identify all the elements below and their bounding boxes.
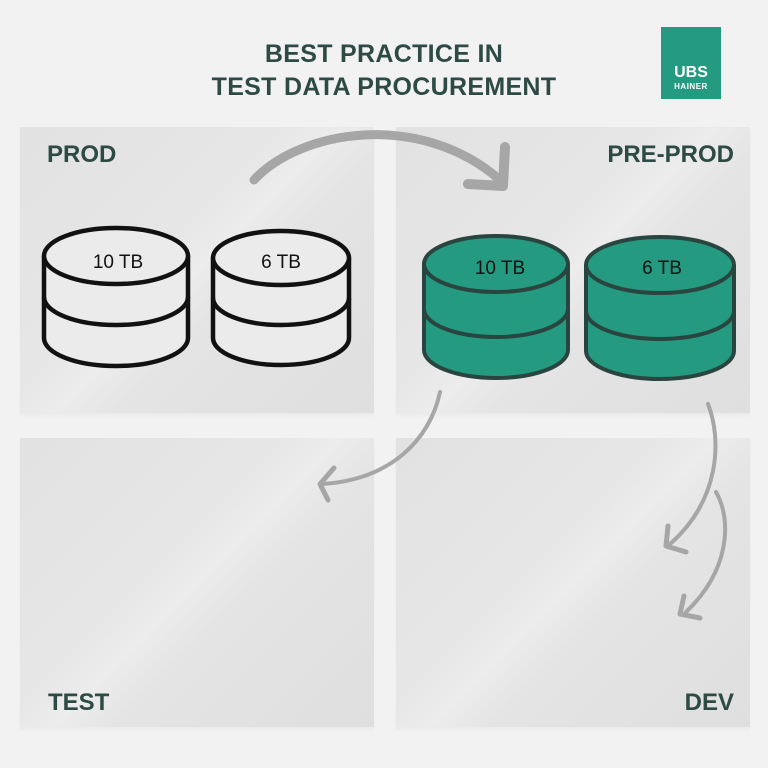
panel-label-prod: PROD [47,141,117,168]
db-label-prod-6tb: 6 TB [261,252,301,273]
database-icon-prod-10tb [41,225,191,369]
arrow-preprod-to-dev-1 [663,402,718,555]
logo-line-1: UBS [674,64,708,81]
database-icon-preprod-10tb [422,234,570,380]
title-line-1: BEST PRACTICE IN [264,40,504,68]
panel-test: TEST [20,438,374,727]
panel-label-dev: DEV [684,689,734,716]
db-label-prod-10tb: 10 TB [93,252,143,273]
database-icon-preprod-6tb [584,235,736,381]
panel-dev: DEV [396,438,750,727]
panel-label-preprod: PRE-PROD [607,141,734,168]
db-label-preprod-10tb: 10 TB [475,258,525,279]
arrow-preprod-to-dev-2 [677,490,728,621]
database-icon-prod-6tb [210,228,352,368]
panel-label-test: TEST [48,689,110,716]
arrow-prod-to-preprod [249,130,510,191]
ubs-hainer-logo: UBS HAINER [661,27,721,99]
title-line-2: TEST DATA PROCUREMENT [211,73,557,101]
db-label-preprod-6tb: 6 TB [642,258,682,279]
page-title: BEST PRACTICE IN TEST DATA PROCUREMENT [0,38,768,104]
logo-line-2: HAINER [674,82,708,91]
arrow-preprod-to-test [317,390,442,503]
